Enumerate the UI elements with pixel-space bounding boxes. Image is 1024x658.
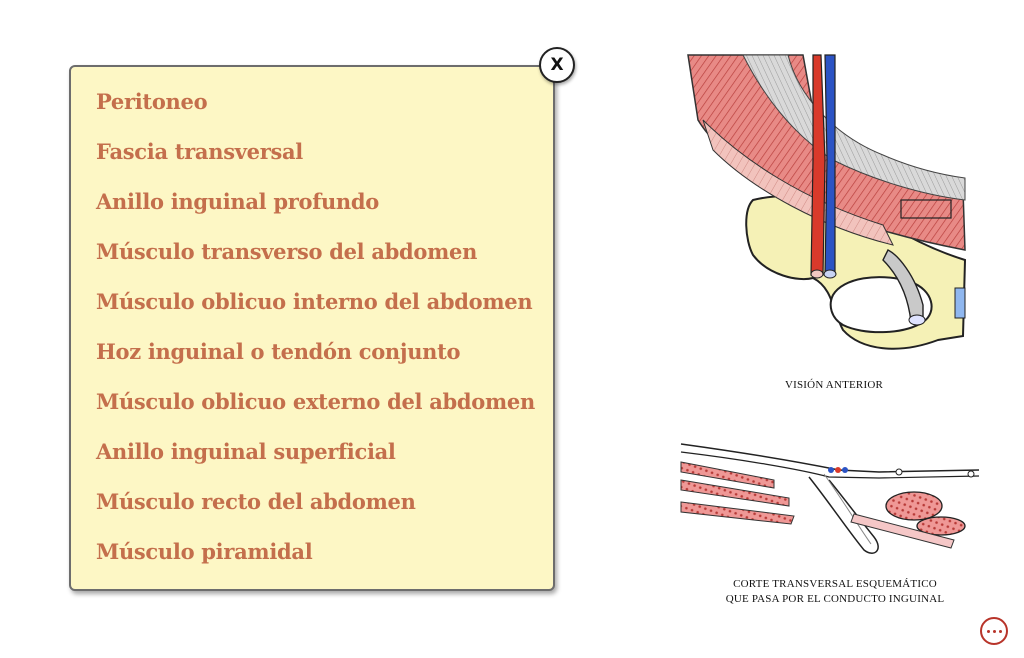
label-item-musculo-recto[interactable]: Músculo recto del abdomen [96,489,416,514]
more-options-button[interactable] [980,617,1008,645]
transverse-section-caption-line2: QUE PASA POR EL CONDUCTO INGUINAL [725,593,945,605]
label-item-hoz-inguinal[interactable]: Hoz inguinal o tendón conjunto [96,339,461,364]
label-item-musculo-transverso[interactable]: Músculo transverso del abdomen [96,239,478,264]
label-item-musculo-oblicuo-interno[interactable]: Músculo oblicuo interno del abdomen [96,289,533,314]
label-item-fascia-transversal[interactable]: Fascia transversal [96,139,303,164]
transverse-section-illustration [680,443,980,554]
label-item-musculo-piramidal[interactable]: Músculo piramidal [96,539,313,564]
labels-panel: Peritoneo Fascia transversal Anillo ingu… [69,65,555,591]
label-item-anillo-inguinal-superficial[interactable]: Anillo inguinal superficial [96,439,396,464]
more-options-icon [985,629,1003,633]
close-button[interactable]: X [539,47,575,83]
label-item-anillo-inguinal-profundo[interactable]: Anillo inguinal profundo [96,189,379,214]
close-icon: X [550,55,564,75]
label-item-peritoneo[interactable]: Peritoneo [96,89,208,114]
anterior-view-illustration [687,54,967,350]
label-item-musculo-oblicuo-externo[interactable]: Músculo oblicuo externo del abdomen [96,389,535,414]
anterior-view-caption: VISIÓN ANTERIOR [784,379,884,391]
transverse-section-caption-line1: CORTE TRANSVERSAL ESQUEMÁTICO [733,578,937,590]
